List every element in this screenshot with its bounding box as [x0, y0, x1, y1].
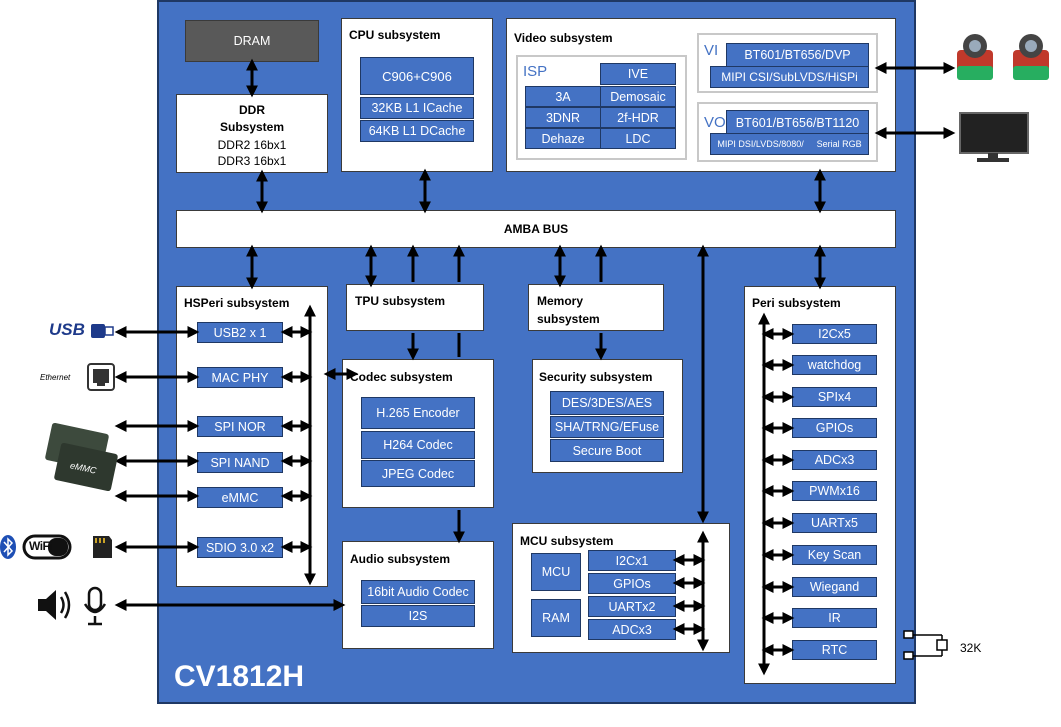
ethernet-port-icon	[87, 363, 115, 391]
video-title: Video subsystem	[514, 31, 613, 45]
codec-title: Codec subsystem	[350, 370, 453, 384]
memory-title-1: Memory	[537, 294, 584, 308]
usb-icon	[91, 324, 114, 338]
isp-3dnr: 3DNR	[525, 107, 601, 128]
mcu-gpios: GPIOs	[588, 573, 676, 594]
hsperi-spi-nand: SPI NAND	[197, 452, 283, 473]
ddr-title-2: Subsystem	[219, 120, 285, 134]
isp-dehaze: Dehaze	[525, 128, 601, 149]
chip-name: CV1812H	[174, 660, 305, 693]
peri-title: Peri subsystem	[752, 296, 841, 310]
sd-card-icon	[93, 536, 112, 558]
speaker-icon	[38, 590, 71, 620]
security-secure-boot: Secure Boot	[550, 439, 664, 462]
tpu-title: TPU subsystem	[355, 294, 446, 308]
isp-3a: 3A	[525, 86, 601, 107]
hsperi-spi-nor: SPI NOR	[197, 416, 283, 437]
peri-ir: IR	[792, 608, 877, 628]
wifi-icon	[22, 534, 72, 560]
ddr-subsystem: DDR Subsystem DDR2 16bx1 DDR3 16bx1	[176, 94, 328, 173]
monitor-icon	[959, 112, 1029, 162]
isp-ldc: LDC	[600, 128, 676, 149]
vi-mipi-block: MIPI CSI/SubLVDS/HiSPi	[710, 66, 869, 88]
cpu-icache-block: 32KB L1 ICache	[360, 97, 474, 119]
crystal-icon	[903, 630, 948, 660]
security-title: Security subsystem	[539, 370, 653, 384]
memory-title-2: subsystem	[537, 312, 600, 326]
bluetooth-icon	[0, 535, 16, 559]
cpu-core-block: C906+C906	[360, 57, 474, 95]
mcu-ram: RAM	[531, 599, 581, 637]
vo-serial-text-b: Serial RGB	[816, 139, 862, 149]
audio-codec: 16bit Audio Codec	[361, 580, 475, 604]
peri-gpios: GPIOs	[792, 418, 877, 438]
ddr-line-1: DDR2 16bx1	[217, 138, 287, 152]
mcu-adc: ADCx3	[588, 619, 676, 640]
vo-serial-text-a: MIPI DSI/LVDS/8080/	[717, 139, 804, 149]
isp-2f-hdr: 2f-HDR	[600, 107, 676, 128]
peri-i2c: I2Cx5	[792, 324, 877, 344]
ddr-title-1: DDR	[239, 103, 265, 117]
codec-h265: H.265 Encoder	[361, 397, 475, 429]
vi-label: VI	[704, 42, 719, 59]
isp-demosaic: Demosaic	[600, 86, 676, 107]
security-sha: SHA/TRNG/EFuse	[550, 416, 664, 438]
vi-parallel-block: BT601/BT656/DVP	[726, 43, 869, 67]
crystal-label: 32K	[960, 641, 982, 655]
peri-pwm: PWMx16	[792, 481, 877, 501]
emmc-chip-icon	[45, 422, 118, 492]
hsperi-sdio: SDIO 3.0 x2	[197, 537, 283, 558]
memory-subsystem: Memory subsystem	[528, 284, 664, 331]
codec-jpeg: JPEG Codec	[361, 460, 475, 487]
audio-title: Audio subsystem	[350, 552, 451, 566]
isp-ive: IVE	[600, 63, 676, 85]
peri-uart: UARTx5	[792, 513, 877, 533]
microphone-icon	[83, 586, 107, 626]
vo-parallel-block: BT601/BT656/BT1120	[726, 110, 869, 135]
peri-adc: ADCx3	[792, 450, 877, 470]
mcu-core: MCU	[531, 553, 581, 591]
hsperi-emmc: eMMC	[197, 487, 283, 508]
camera-icon	[1013, 34, 1049, 80]
usb-logo-text: USB	[49, 320, 85, 339]
codec-h264: H264 Codec	[361, 431, 475, 459]
mcu-title: MCU subsystem	[520, 534, 614, 548]
tpu-subsystem: TPU subsystem	[346, 284, 484, 331]
ddr-line-2: DDR3 16bx1	[217, 154, 287, 168]
security-aes: DES/3DES/AES	[550, 391, 664, 415]
vo-label: VO	[704, 114, 726, 131]
cpu-subsystem: CPU subsystem	[341, 18, 493, 172]
hsperi-title: HSPeri subsystem	[184, 296, 290, 310]
peri-wiegand: Wiegand	[792, 577, 877, 597]
cpu-title: CPU subsystem	[349, 28, 441, 42]
peri-watchdog: watchdog	[792, 355, 877, 375]
peri-key-scan: Key Scan	[792, 545, 877, 565]
cpu-dcache-block: 64KB L1 DCache	[360, 120, 474, 142]
camera-icon	[957, 34, 993, 80]
wifi-logo-text: WiFi	[29, 539, 53, 553]
hsperi-usb: USB2 x 1	[197, 322, 283, 343]
vo-serial-block: MIPI DSI/LVDS/8080/ Serial RGB	[710, 133, 869, 155]
mcu-i2c: I2Cx1	[588, 550, 676, 571]
isp-label: ISP	[523, 63, 548, 80]
ethernet-label: Ethernet	[40, 373, 71, 382]
mcu-uart: UARTx2	[588, 596, 676, 617]
amba-bus: AMBA BUS	[176, 210, 896, 248]
audio-i2s: I2S	[361, 605, 475, 627]
